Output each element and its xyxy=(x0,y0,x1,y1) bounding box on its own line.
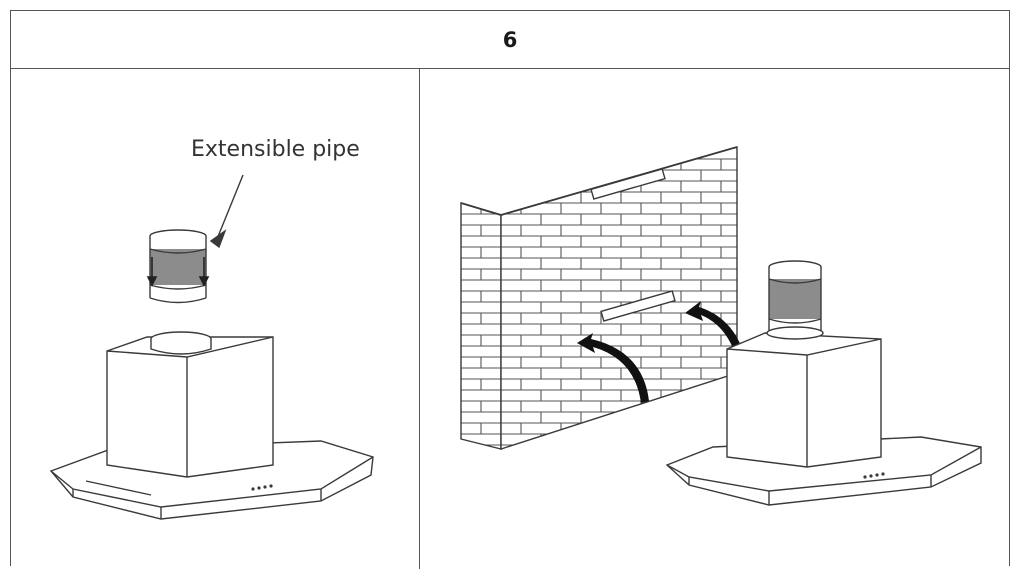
panel-divider xyxy=(419,69,420,569)
brick-wall-illustration xyxy=(460,146,738,450)
left-illustration xyxy=(49,174,374,520)
step-number: 6 xyxy=(502,27,518,52)
instruction-frame: 6 xyxy=(10,10,1011,569)
extensible-pipe-illustration xyxy=(768,260,822,333)
extensible-pipe-label: Extensible pipe xyxy=(191,137,360,162)
right-panel xyxy=(421,71,1011,569)
range-hood-illustration xyxy=(49,331,374,520)
down-arrow-icon xyxy=(146,257,210,287)
extensible-pipe-illustration xyxy=(149,229,207,304)
pointer-arrow-icon xyxy=(209,174,244,249)
step-header: 6 xyxy=(11,11,1009,69)
left-panel: Extensible pipe xyxy=(11,71,418,569)
range-hood-illustration xyxy=(665,326,982,506)
right-illustration xyxy=(460,146,982,506)
